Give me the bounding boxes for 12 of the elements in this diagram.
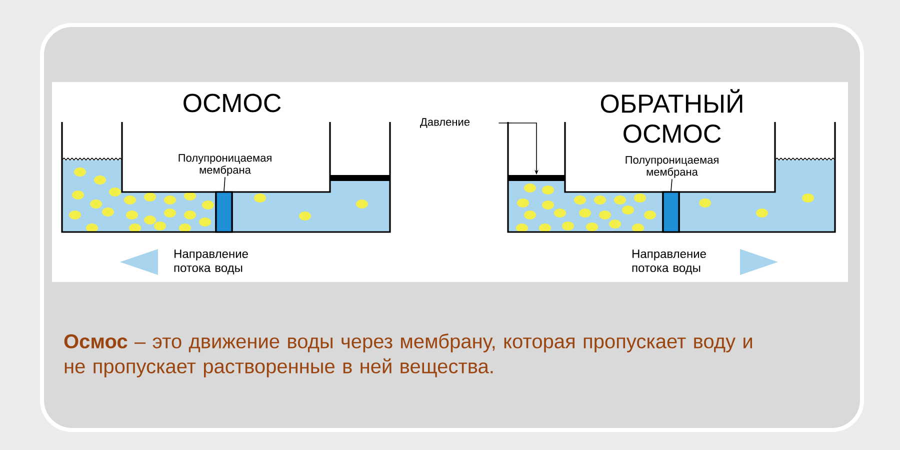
membrane: [662, 191, 680, 233]
callout-text: Давление: [420, 118, 470, 128]
leader-line: [670, 178, 672, 192]
title: ОБРАТНЫЙ ОСМОС: [600, 89, 742, 143]
flow-label: Направление потока воды: [174, 250, 248, 274]
caption: Осмос – это движение воды через мембрану, которая пропускает воду и не пропускает растворенные в ней вещества.: [64, 334, 752, 378]
membrane: [215, 191, 233, 233]
callout-text: Полупроницаемая мембрана: [178, 154, 272, 176]
flow-label: Направление потока воды: [632, 250, 706, 274]
callout-text: Полупроницаемая мембрана: [626, 156, 718, 178]
leader-line: [224, 176, 226, 192]
title: ОСМОС: [184, 94, 281, 112]
